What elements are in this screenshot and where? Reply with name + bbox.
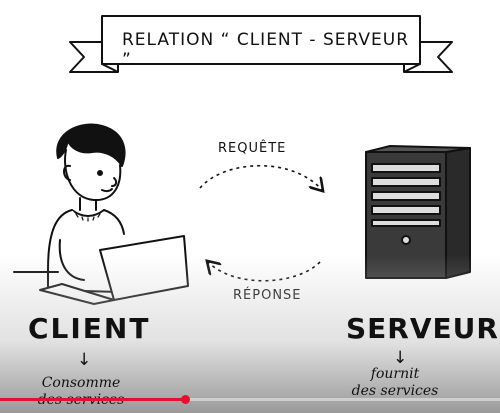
request-label: REQUÊTE — [218, 141, 287, 156]
response-arrow — [208, 262, 321, 282]
response-label: RÉPONSE — [233, 288, 302, 303]
server-description-line1: fournit — [370, 366, 420, 382]
video-progress-bar[interactable] — [0, 395, 500, 404]
server-description: fournit des services — [345, 366, 445, 400]
client-description: Consomme des services — [26, 375, 136, 409]
client-label: CLIENT — [28, 312, 151, 345]
video-scrubber-handle[interactable] — [181, 395, 190, 404]
request-arrow — [199, 165, 322, 190]
client-description-line1: Consomme — [41, 375, 121, 391]
banner-title: RELATION “ CLIENT - SERVEUR ” — [122, 30, 410, 70]
video-progress-fill — [0, 398, 185, 401]
server-down-arrow-icon: ↓ — [393, 348, 408, 368]
server-description-line2: des services — [351, 383, 439, 399]
server-label: SERVEUR — [346, 312, 499, 345]
client-down-arrow-icon: ↓ — [77, 350, 92, 370]
